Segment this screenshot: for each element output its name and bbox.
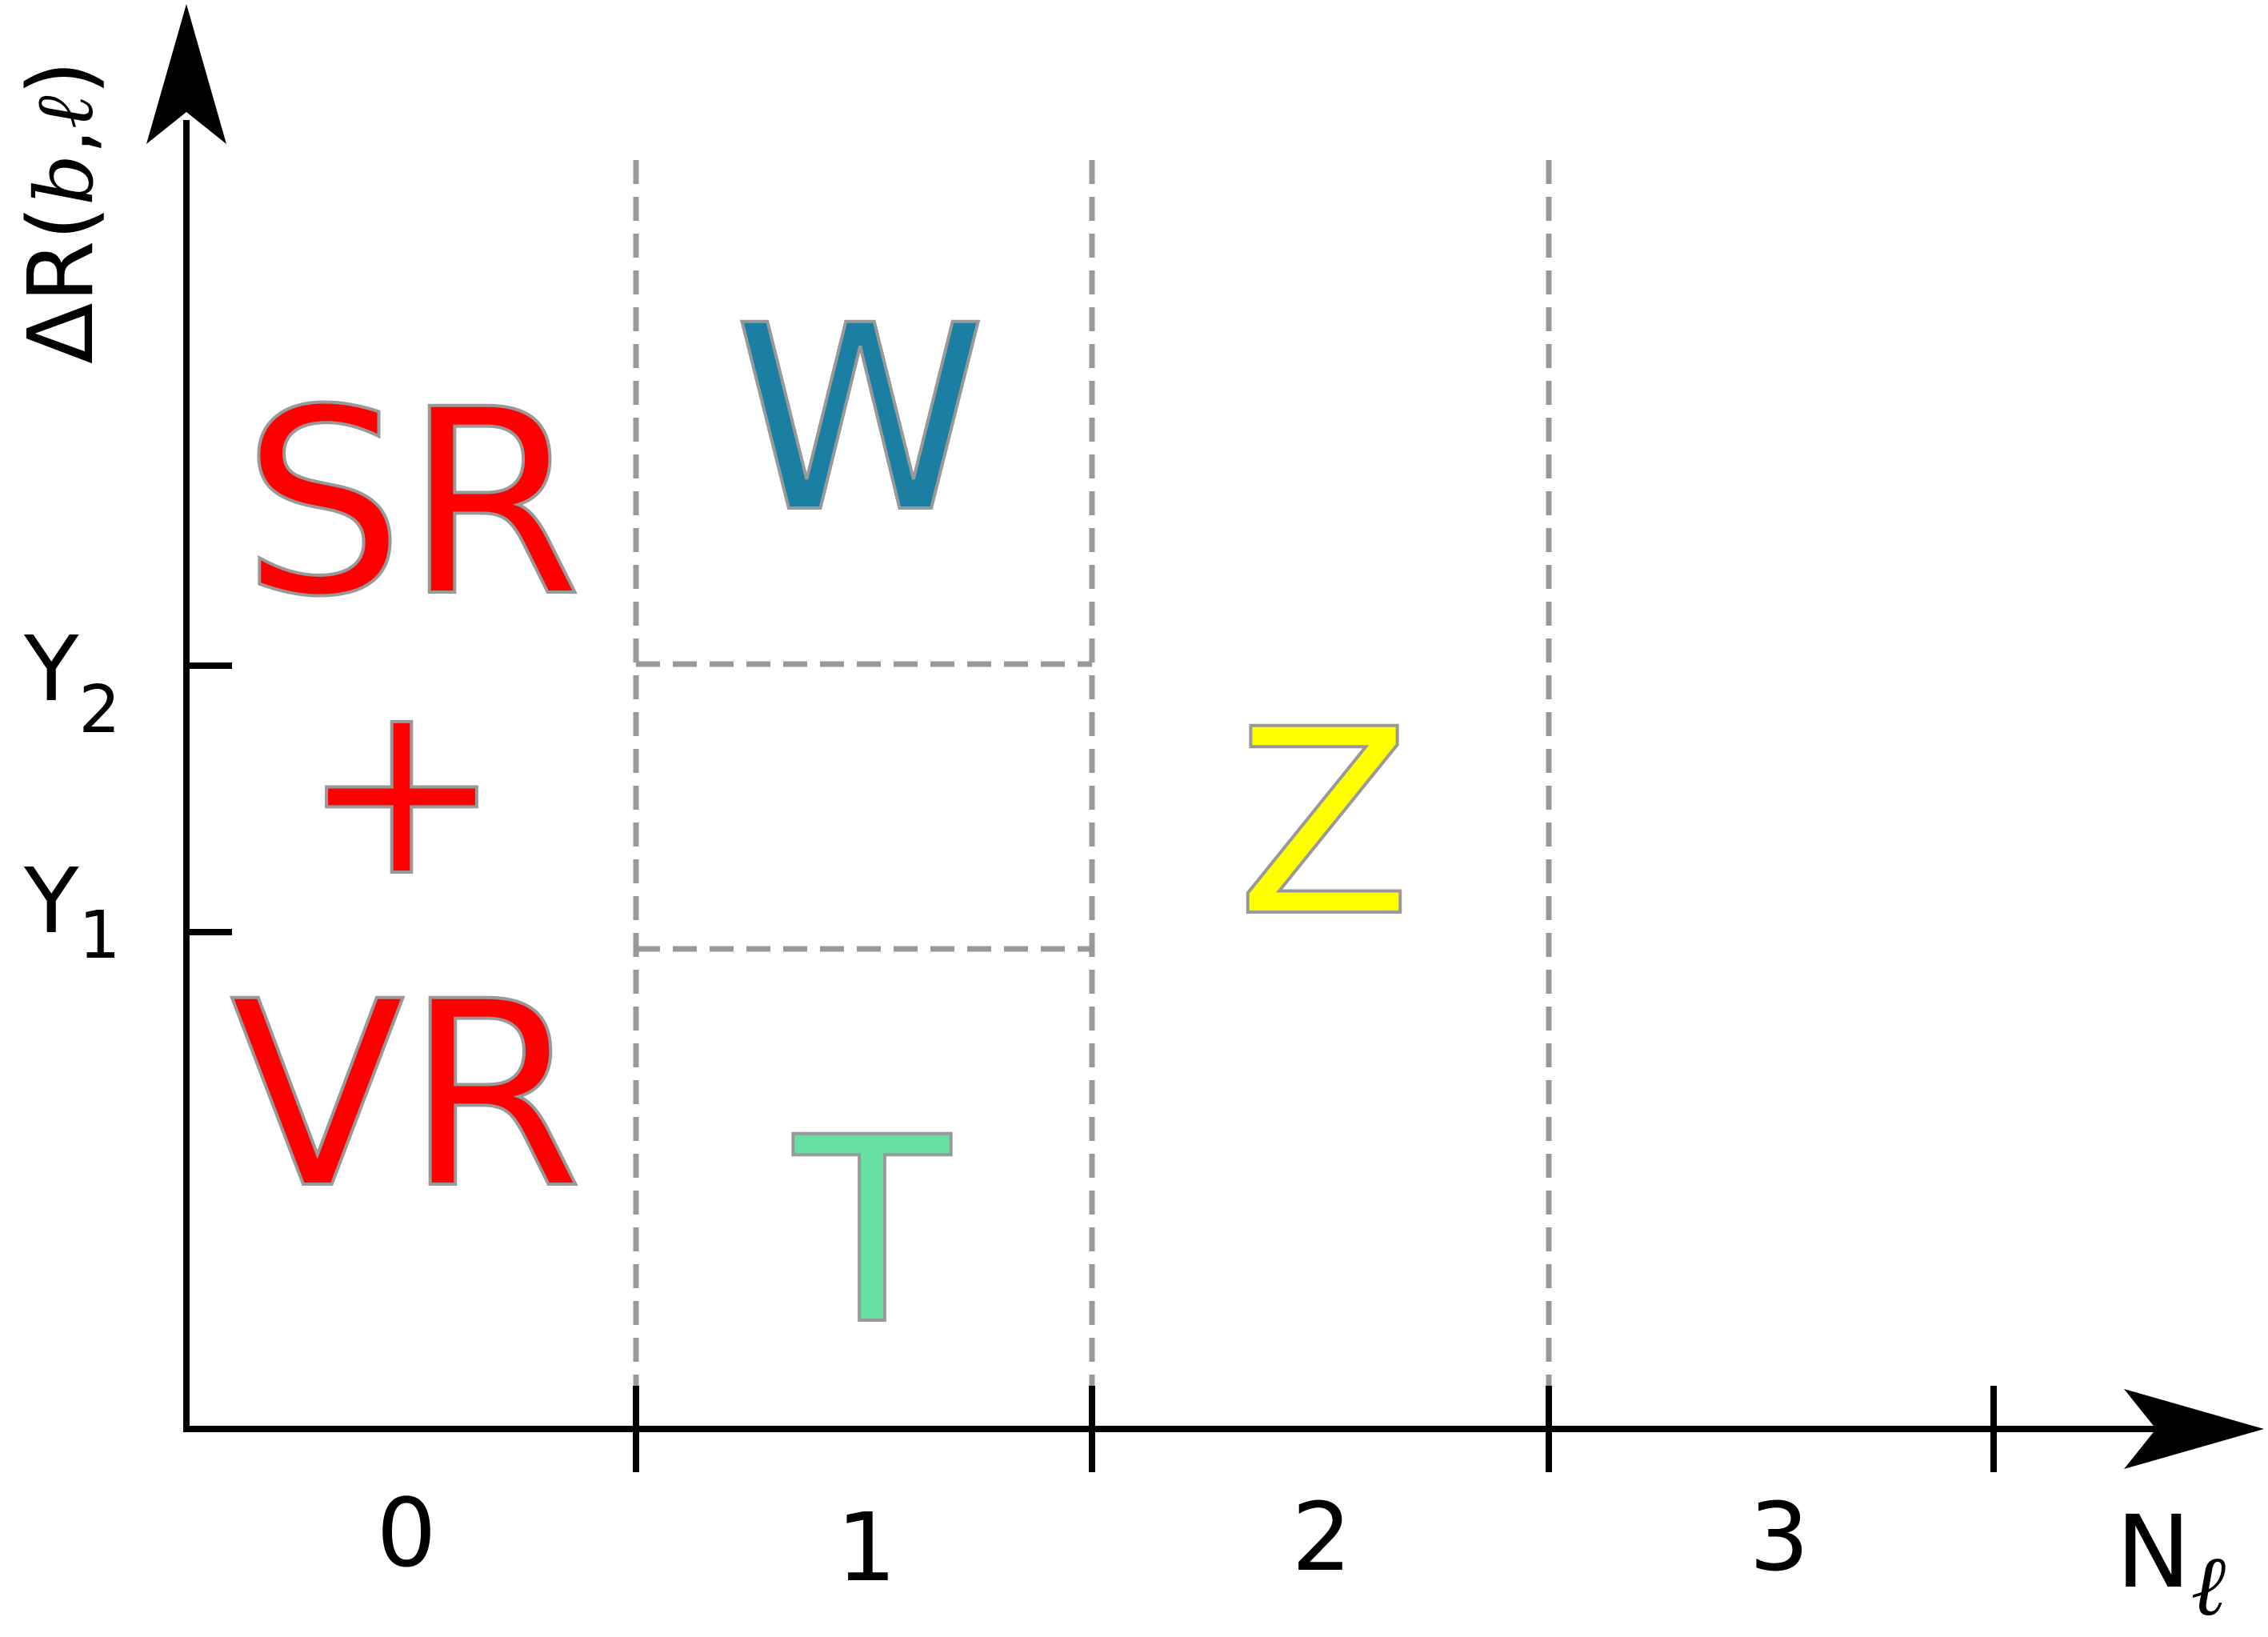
x-tick-label-1: 1	[836, 1492, 896, 1603]
y-tick-label-y2: Y2	[23, 618, 121, 748]
x-tick-label-3: 3	[1749, 1482, 1809, 1592]
x-axis-arrowhead	[2124, 1389, 2264, 1469]
x-axis-label: Nℓ	[2116, 1495, 2226, 1635]
region-label-z: Z	[1236, 675, 1411, 973]
y-tick-label-y1: Y1	[23, 850, 121, 974]
x-tick-label-2: 2	[1291, 1482, 1351, 1592]
region-label-w: W	[734, 271, 986, 569]
x-tick-label-0: 0	[376, 1478, 436, 1588]
y-axis-arrowhead	[146, 4, 226, 144]
region-label-plus: +	[301, 650, 502, 929]
axes	[183, 120, 2192, 1472]
y-axis-label: ΔR(b,ℓ)	[10, 61, 114, 364]
region-boundaries	[633, 160, 1552, 1428]
region-label-t: T	[790, 1083, 954, 1381]
region-label-vr: VR	[230, 947, 582, 1245]
region-label-sr: SR	[242, 355, 582, 653]
